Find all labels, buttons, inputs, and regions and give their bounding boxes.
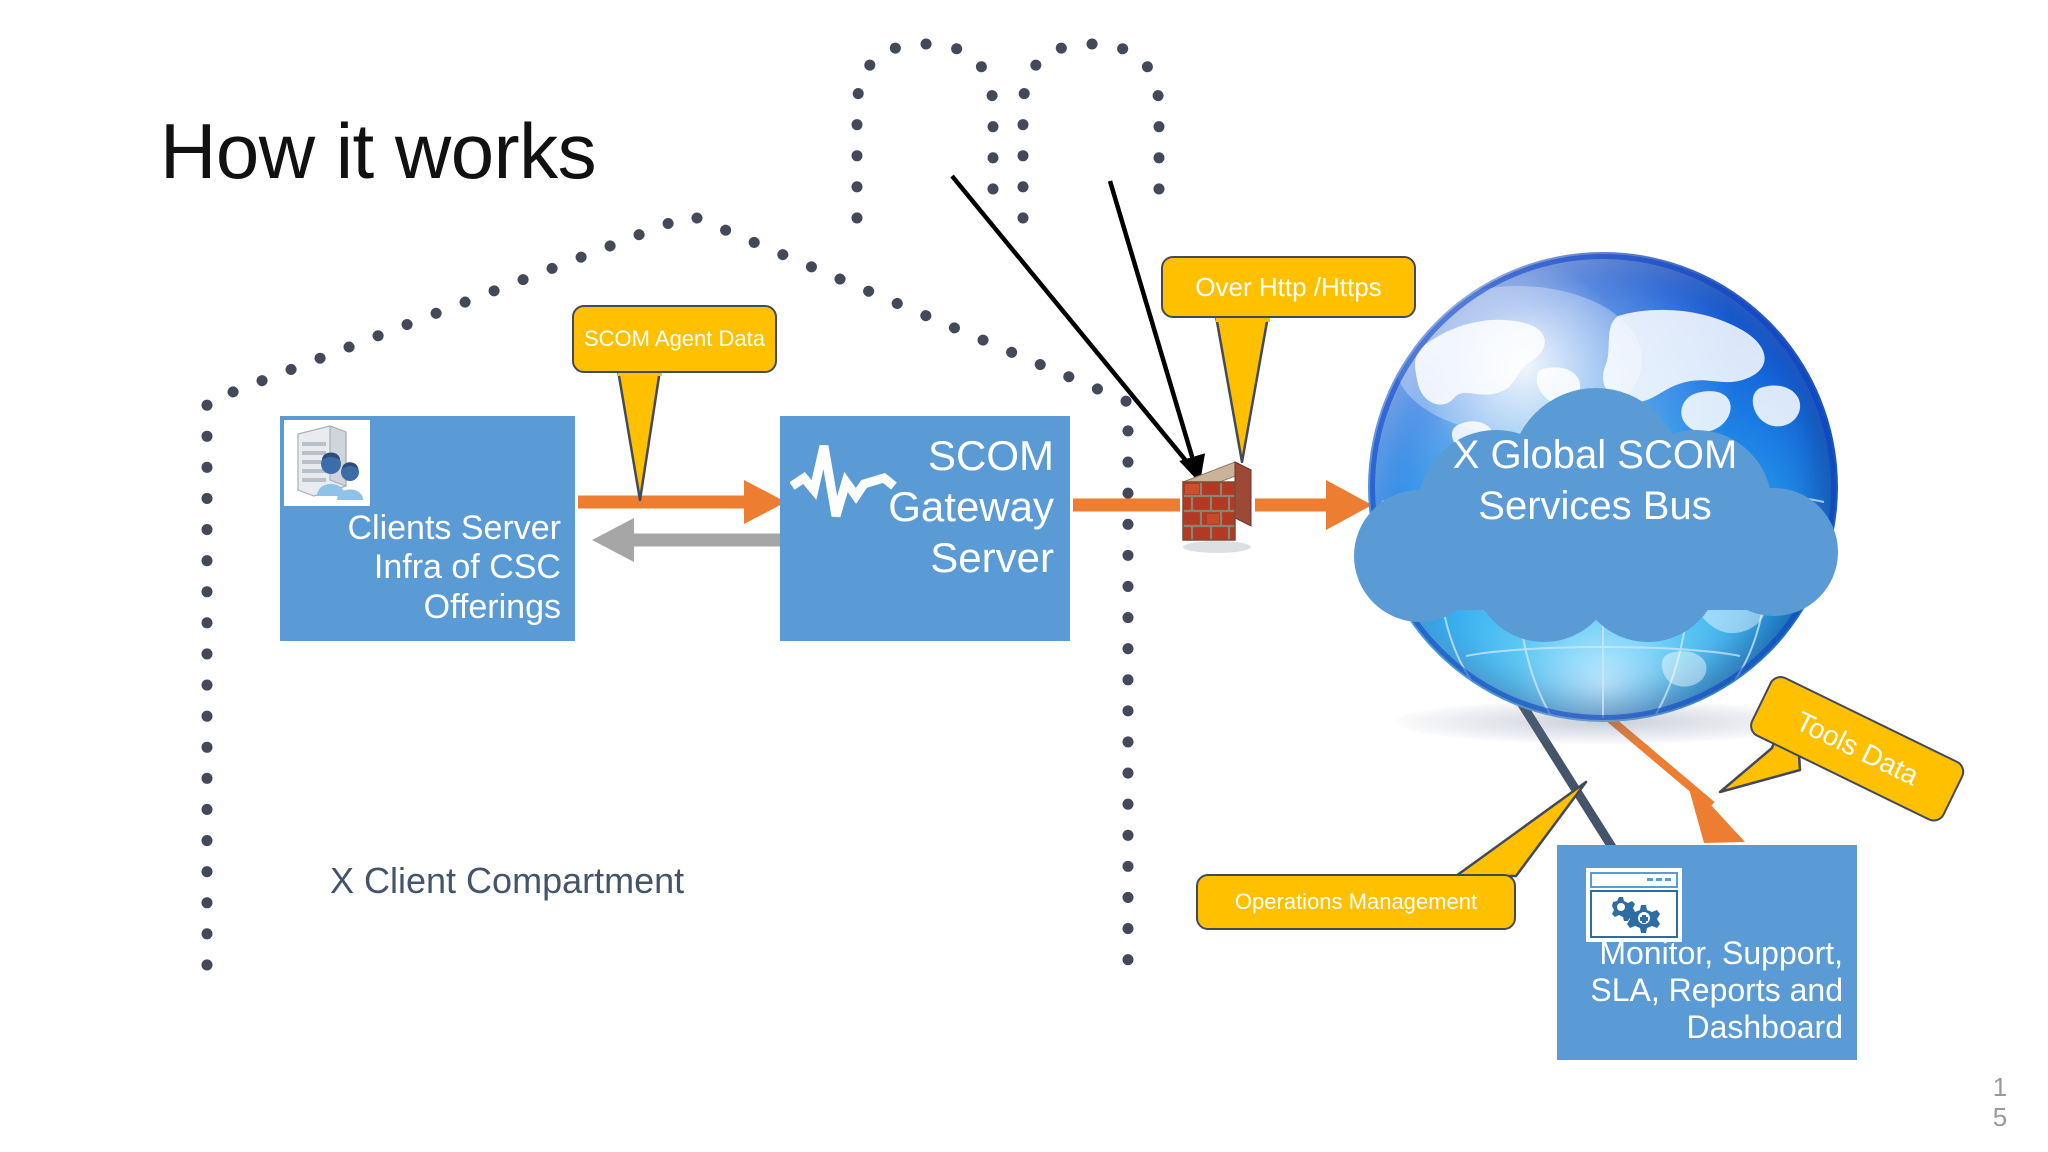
compartment-label: X Client Compartment [330,860,685,901]
dashboard-box[interactable]: Monitor, Support, SLA, Reports and Dashb… [1557,845,1857,1060]
client-server-box[interactable]: Clients Server Infra of CSC Offerings [280,416,575,641]
heartbeat-pulse-icon [789,438,900,524]
server-and-users-icon [284,420,370,506]
browser-window-gears-icon [1585,867,1683,947]
callout-scom-agent-data-label: SCOM Agent Data [584,326,765,351]
callout-over-http-https[interactable]: Over Http /Https [1161,256,1416,318]
callout-tail-scom-agent [616,362,662,502]
page-number-line-2: 5 [1992,1102,2008,1132]
page-number: 1 5 [1985,1072,2015,1132]
dashboard-box-label: Monitor, Support, SLA, Reports and Dashb… [1590,934,1843,1045]
arrow-client-to-gateway [578,480,786,524]
callout-operations-management-label: Operations Management [1234,889,1478,914]
client-server-box-label: Clients Server Infra of CSC Offerings [347,508,561,626]
callout-over-http-https-label: Over Http /Https [1195,271,1382,302]
scom-gateway-box[interactable]: SCOM Gateway Server [780,416,1070,641]
cloud-label: X Global SCOM Services Bus [1452,433,1738,529]
cloud-shape [1348,388,1844,652]
arrow-gateway-to-client [592,518,782,562]
arrow-firewall-to-cloud [1255,480,1372,530]
internet-to-firewall-lines [950,174,1219,501]
callout-operations-management[interactable]: Operations Management [1196,874,1516,930]
dotted-internet-arches [851,38,1165,224]
callout-tail-over-http [1214,308,1270,464]
brick-firewall-icon [1177,452,1255,554]
dotted-house-boundary [201,209,1134,971]
page-title: How it works [160,107,597,195]
callout-scom-agent-data[interactable]: SCOM Agent Data [572,305,777,373]
scom-gateway-box-label: SCOM Gateway Server [888,432,1054,582]
page-number-line-1: 1 [1992,1072,2008,1102]
